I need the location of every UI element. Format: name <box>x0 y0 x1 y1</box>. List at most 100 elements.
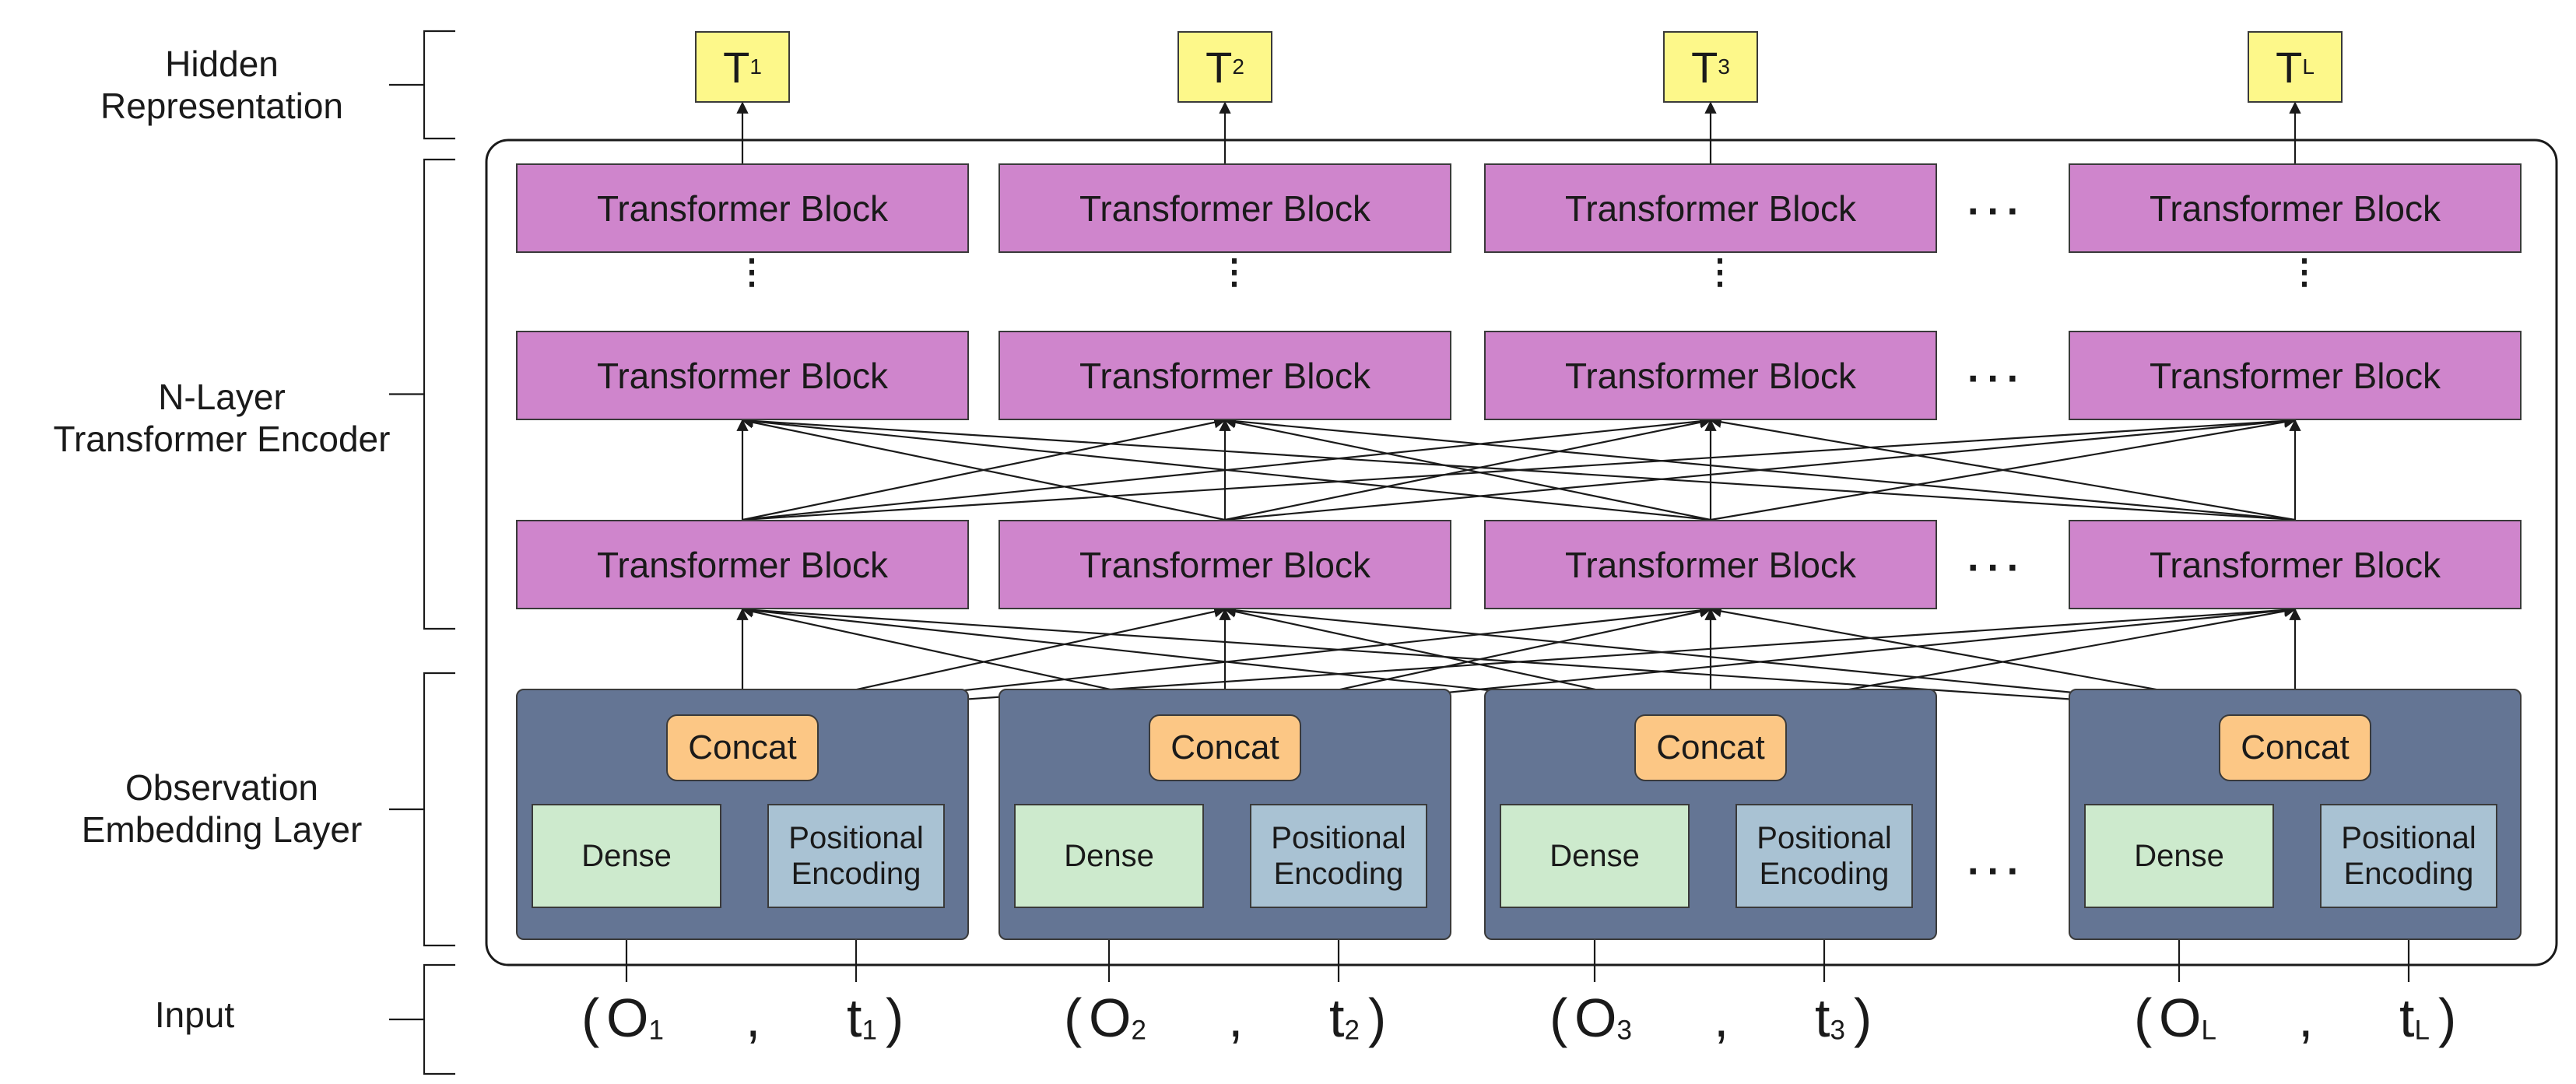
input-o-symbol: O <box>2159 988 2202 1048</box>
input-close-symbol: ) <box>1368 988 1387 1048</box>
edge-embed-4-to-low-1 <box>741 604 2296 716</box>
input-subscript: L <box>2414 1015 2430 1046</box>
input-close-symbol: ) <box>1854 988 1872 1048</box>
concat-box-3: Concat <box>1634 714 1787 781</box>
input-subscript: L <box>2201 1015 2216 1046</box>
edge-low-2-to-mid-1 <box>741 416 1226 521</box>
input-close-4: ) <box>2438 987 2456 1049</box>
vertical-ellipsis-3: ⋮ <box>1703 253 1737 291</box>
input-o-4: OL <box>2159 987 2216 1049</box>
output-subscript: 3 <box>1718 54 1730 79</box>
transformer-block-top-3: Transformer Block <box>1484 163 1937 253</box>
input-close-3: ) <box>1854 987 1872 1049</box>
bracket-input <box>423 963 455 1075</box>
horizontal-ellipsis-2: ··· <box>1967 356 2027 402</box>
positional-encoding-box-2: Positional Encoding <box>1250 804 1427 908</box>
input-close-symbol: ) <box>2438 988 2457 1048</box>
input-t-1: t1 <box>847 987 877 1049</box>
output-subscript: 2 <box>1232 54 1244 79</box>
input-close-symbol: ) <box>886 988 904 1048</box>
edge-low-3-to-mid-2 <box>1223 416 1711 521</box>
positional-encoding-box-1: Positional Encoding <box>767 804 945 908</box>
transformer-block-top-4: Transformer Block <box>2069 163 2522 253</box>
edge-low-4-to-mid-2 <box>1223 415 2296 521</box>
edge-low-3-to-mid-1 <box>741 415 1711 521</box>
input-o-symbol: O <box>1574 988 1617 1048</box>
concat-box-1: Concat <box>666 714 819 781</box>
transformer-block-low-2: Transformer Block <box>998 520 1451 609</box>
vertical-ellipsis-4: ⋮ <box>2287 253 2322 291</box>
transformer-block-mid-4: Transformer Block <box>2069 331 2522 420</box>
input-t-3: t3 <box>1815 987 1845 1049</box>
transformer-block-top-2: Transformer Block <box>998 163 1451 253</box>
label-hidden-representation: Hidden Representation <box>100 44 343 126</box>
input-o-symbol: O <box>1089 988 1132 1048</box>
input-comma-symbol: , <box>2298 988 2314 1048</box>
dense-box-1: Dense <box>532 804 721 908</box>
input-t-symbol: t <box>1329 988 1345 1048</box>
label-input: Input <box>154 995 235 1035</box>
input-o-2: O2 <box>1089 987 1146 1049</box>
input-open-4: ( <box>2134 987 2152 1049</box>
dense-box-2: Dense <box>1014 804 1204 908</box>
bracket-encoder <box>423 158 455 630</box>
concat-box-4: Concat <box>2219 714 2371 781</box>
transformer-block-low-3: Transformer Block <box>1484 520 1937 609</box>
input-open-symbol: ( <box>2134 988 2153 1048</box>
input-t-symbol: t <box>2399 988 2415 1048</box>
label-embedding-layer: Observation Embedding Layer <box>81 767 363 850</box>
edge-low-4-to-mid-3 <box>1709 416 2296 521</box>
input-open-1: ( <box>581 987 599 1049</box>
input-comma-1: , <box>746 987 760 1049</box>
input-open-symbol: ( <box>1064 988 1083 1048</box>
output-symbol: T <box>2276 42 2303 92</box>
input-subscript: 1 <box>648 1015 664 1046</box>
output-symbol: T <box>723 42 750 92</box>
input-subscript: 2 <box>1131 1015 1146 1046</box>
positional-encoding-box-3: Positional Encoding <box>1735 804 1913 908</box>
horizontal-ellipsis-3: ··· <box>1967 546 2027 591</box>
positional-encoding-box-4: Positional Encoding <box>2320 804 2497 908</box>
input-open-3: ( <box>1549 987 1567 1049</box>
model-container <box>485 139 2558 966</box>
transformer-block-mid-1: Transformer Block <box>516 331 969 420</box>
edge-low-4-to-mid-1 <box>741 415 2296 521</box>
input-open-symbol: ( <box>1549 988 1568 1048</box>
input-subscript: 3 <box>1616 1015 1632 1046</box>
dense-box-3: Dense <box>1500 804 1690 908</box>
vertical-ellipsis-2: ⋮ <box>1217 253 1251 291</box>
output-symbol: T <box>1691 42 1718 92</box>
input-t-4: tL <box>2399 987 2430 1049</box>
input-comma-3: , <box>1714 987 1728 1049</box>
row-brackets <box>389 30 455 1075</box>
input-comma-2: , <box>1228 987 1243 1049</box>
input-t-symbol: t <box>1815 988 1830 1048</box>
input-comma-symbol: , <box>1714 988 1729 1048</box>
input-t-2: t2 <box>1329 987 1360 1049</box>
horizontal-ellipsis-1: ··· <box>1967 189 2027 234</box>
transformer-block-top-1: Transformer Block <box>516 163 969 253</box>
input-close-2: ) <box>1368 987 1386 1049</box>
input-subscript: 1 <box>862 1015 877 1046</box>
input-close-1: ) <box>886 987 904 1049</box>
transformer-block-mid-2: Transformer Block <box>998 331 1451 420</box>
output-subscript: 1 <box>749 54 762 79</box>
input-o-1: O1 <box>606 987 664 1049</box>
input-t-symbol: t <box>847 988 862 1048</box>
label-transformer-encoder: N-Layer Transformer Encoder <box>53 377 391 459</box>
vertical-ellipsis-1: ⋮ <box>735 253 769 291</box>
input-o-symbol: O <box>606 988 649 1048</box>
output-symbol: T <box>1206 42 1233 92</box>
output-subscript: L <box>2302 54 2315 79</box>
transformer-block-mid-3: Transformer Block <box>1484 331 1937 420</box>
input-subscript: 3 <box>1830 1015 1845 1046</box>
input-open-2: ( <box>1064 987 1082 1049</box>
input-comma-symbol: , <box>746 988 761 1048</box>
bracket-hidden <box>423 30 455 140</box>
input-open-symbol: ( <box>581 988 600 1048</box>
input-comma-4: , <box>2298 987 2313 1049</box>
